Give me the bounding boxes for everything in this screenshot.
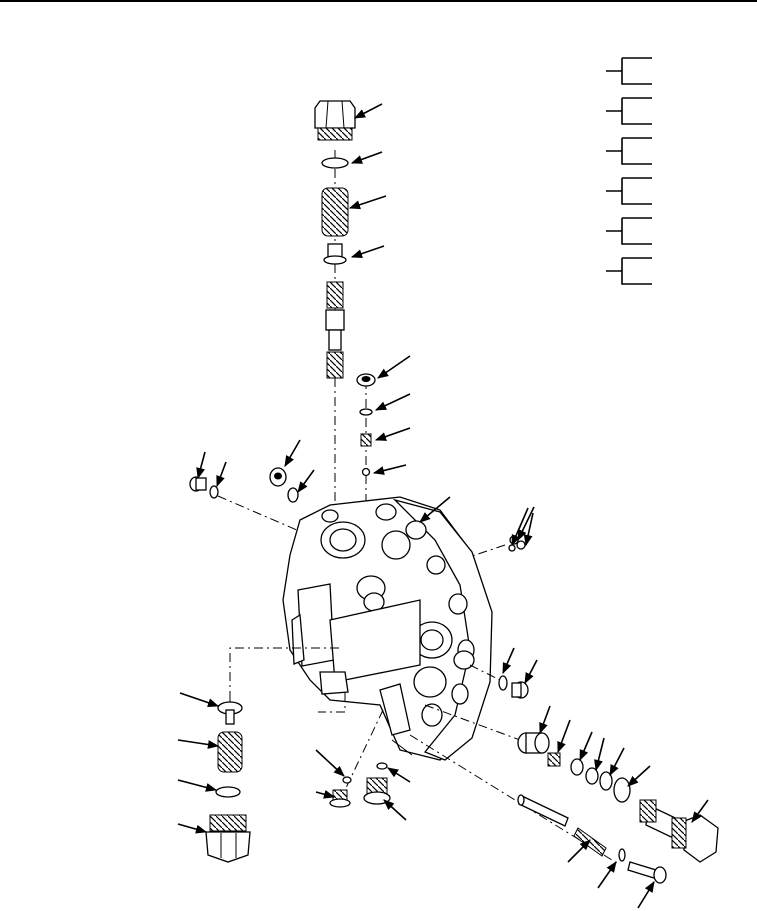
callout-arrow	[216, 461, 227, 488]
callout-arrow	[557, 719, 571, 754]
relief-ring-3	[599, 771, 613, 791]
callout-arrow	[377, 355, 411, 379]
callout-arrow	[524, 659, 538, 684]
top-spring	[321, 187, 349, 237]
lower-left-spring	[217, 731, 243, 773]
callout-arrow	[348, 195, 387, 210]
callout-arrow	[315, 789, 336, 799]
right-plug-centerline	[469, 664, 501, 681]
callout-arrow	[691, 799, 709, 823]
right-side-screws	[508, 535, 526, 552]
callout-arrow	[354, 103, 383, 119]
top-plug	[314, 100, 356, 141]
callout-arrow	[350, 151, 383, 164]
bottom-small-plug	[329, 789, 351, 808]
bottom-plug	[363, 777, 391, 805]
poppet-stem	[517, 794, 569, 827]
right-o-ring	[498, 675, 508, 691]
small-plug-socket	[361, 376, 371, 382]
callout-arrow	[374, 427, 411, 441]
housing-edge-stub	[391, 739, 413, 756]
top-o-ring	[321, 157, 349, 169]
right-plug	[511, 681, 529, 699]
index-bracket	[606, 137, 652, 165]
callout-arrow	[511, 507, 529, 547]
callout-arrow	[383, 799, 407, 821]
callout-arrow	[284, 439, 301, 467]
callout-arrow	[567, 839, 591, 863]
callout-arrow	[196, 451, 206, 480]
lower-left-o-ring	[215, 786, 241, 798]
index-bracket	[606, 97, 652, 125]
poppet-plug	[627, 861, 667, 884]
callout-arrows	[177, 103, 709, 909]
relief-spring	[547, 752, 561, 767]
poppet-ring	[618, 848, 626, 862]
relief-ring-2	[585, 767, 599, 785]
callout-arrow	[179, 692, 220, 707]
callout-arrow	[579, 731, 593, 762]
index-bracket	[606, 177, 652, 205]
callout-arrow	[297, 469, 315, 493]
callout-arrow	[609, 747, 625, 776]
callout-arrow	[419, 496, 451, 523]
top-spring-seat	[323, 243, 347, 265]
small-spring	[360, 433, 372, 447]
relief-ring-1	[570, 758, 584, 776]
callout-arrow	[177, 739, 220, 749]
relief-cap	[517, 732, 550, 754]
lower-left-link	[318, 693, 346, 713]
index-bracket	[606, 57, 652, 85]
small-o-ring	[359, 408, 373, 416]
callout-arrow	[387, 767, 411, 783]
bottom-small-ring	[342, 776, 352, 784]
callout-arrow	[374, 393, 411, 411]
bottom-plug-centerline	[344, 709, 384, 791]
relief-valve-body	[639, 799, 719, 863]
relief-large-o-ring	[613, 777, 631, 803]
index-bracket	[606, 257, 652, 285]
top-valve-spool	[325, 281, 345, 379]
index-bracket	[606, 217, 652, 245]
poppet-centerline	[409, 734, 621, 866]
callout-arrow	[372, 464, 407, 475]
lower-left-valve	[217, 701, 243, 725]
callout-arrow	[523, 512, 534, 547]
callout-arrow	[315, 749, 345, 777]
callout-arrow	[597, 861, 617, 889]
lower-left-plug	[205, 814, 251, 863]
valve-housing	[282, 496, 493, 761]
page-top-rule	[0, 0, 757, 2]
callout-arrow	[539, 705, 551, 735]
upper-center-plug	[269, 467, 299, 503]
callout-arrow	[177, 823, 208, 834]
left-side-plug	[189, 476, 219, 499]
index-brackets	[606, 57, 652, 285]
callout-arrow	[502, 647, 515, 675]
callout-arrow	[627, 765, 651, 787]
bottom-ring	[376, 762, 388, 770]
relief-valve-centerline	[424, 704, 521, 741]
callout-arrow	[177, 779, 218, 792]
callout-arrow	[350, 245, 385, 258]
callout-arrow	[594, 737, 605, 772]
check-ball	[361, 467, 371, 477]
callout-arrow	[517, 506, 535, 542]
callout-arrow	[637, 881, 655, 909]
